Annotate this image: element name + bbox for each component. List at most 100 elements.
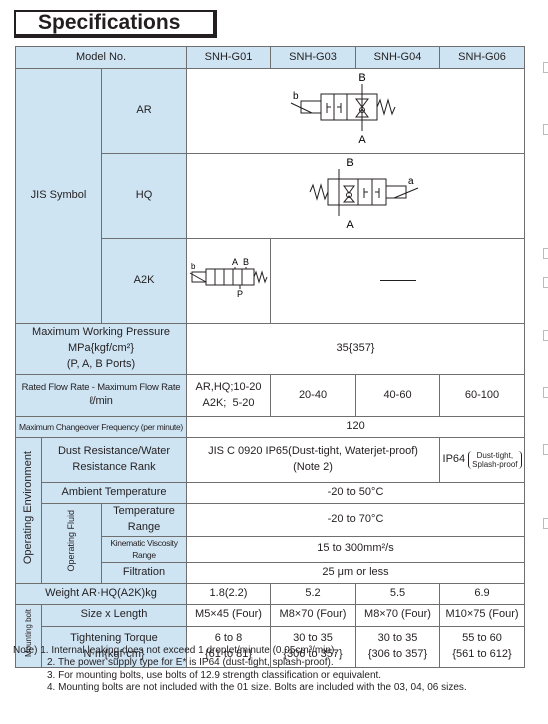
weight-row: Weight AR·HQ(A2K)kg 1.8(2.2) 5.2 5.5 6.9 [14, 582, 526, 605]
max-pressure-row: Maximum Working Pressure MPa{kgf/cm²} (P… [14, 323, 526, 375]
torque-g06-nm: 55 to 60 [462, 631, 502, 644]
operating-environment-label: Operating Environment [21, 450, 34, 564]
torque-g01-nm: 6 to 8 [214, 631, 243, 644]
flow-rate-g01: AR,HQ;10-20 A2K; 5-20 [186, 374, 272, 417]
note-2: 2. The power supply type for E* is IP64 … [47, 657, 334, 669]
model-header-g03: SNH-G03 [270, 46, 357, 69]
torque-label: Tightening Torque N·m{kgf·cm} [40, 625, 188, 668]
not-available-dash [379, 279, 416, 281]
port-a-label: A [232, 257, 238, 267]
jis-ar-label: AR [100, 68, 188, 154]
dust-resistance-row: Operating Environment Dust Resistance/Wa… [15, 437, 526, 584]
dust-resistance-label: Dust Resistance/Water Resistance Rank [40, 437, 188, 483]
changeover-value: 120 [186, 416, 526, 438]
max-pressure-label-line3: (P, A, B Ports) [66, 357, 136, 370]
torque-g01-kgf: {61 to 81} [204, 647, 253, 660]
jis-hq-label: HQ [100, 153, 188, 239]
ambient-temp-value: -20 to 50°C [186, 482, 526, 504]
model-header-g06: SNH-G06 [439, 46, 526, 69]
port-p-label: P [237, 289, 243, 299]
bolt-size-g03: M8×70 (Four) [270, 603, 357, 627]
torque-g03-nm: 30 to 35 [293, 631, 333, 644]
valve-symbol-a2k-icon: A B P b [189, 257, 267, 299]
port-b-label: B [358, 72, 365, 84]
jis-a2k-na-cell [270, 238, 526, 324]
viscosity-value: 15 to 300mm²/s [186, 535, 526, 563]
model-no-header: Model No. [14, 46, 188, 69]
flow-rate-g04: 40-60 [355, 374, 441, 417]
dust-label-line2: Resistance Rank [72, 461, 156, 473]
port-b-label: B [243, 257, 249, 267]
flow-rate-row: Rated Flow Rate - Maximum Flow Rate ℓ/mi… [14, 374, 526, 417]
torque-g04-kgf: {306 to 357} [367, 647, 428, 660]
ip64-note-line2: Splash-proof [472, 460, 518, 469]
operating-fluid-label: Operating Fluid [65, 509, 76, 572]
solenoid-b-label: b [191, 262, 196, 271]
port-a-label: A [346, 219, 354, 231]
notes: Note) 1. Internal leaking does not excee… [13, 645, 543, 694]
jis-symbol-row-a2k: A2K A B P b [16, 238, 526, 324]
bolt-size-row: Mounting bolt Size x Length M5×45 (Four)… [15, 603, 526, 668]
max-pressure-label: Maximum Working Pressure MPa{kgf/cm²} (P… [14, 323, 188, 375]
page-edge-mark [543, 444, 548, 455]
flow-rate-label-line2: ℓ/min [89, 395, 113, 408]
page-edge-mark [543, 387, 548, 398]
jis-symbol-label: JIS Symbol [15, 68, 102, 324]
jis-a2k-symbol-cell: A B P b [186, 238, 272, 324]
ip64-text: IP64 [442, 453, 466, 466]
specifications-table: Model No. SNH-G01 SNH-G03 SNH-G04 SNH-G0… [14, 46, 526, 668]
dust-resistance-value: JIS C 0920 IP65(Dust-tight, Waterjet-pro… [186, 437, 441, 483]
model-header-g01: SNH-G01 [186, 46, 272, 69]
jis-symbol-row-ar: JIS Symbol AR B A b [15, 68, 526, 324]
fluid-temp-label: Temperature Range [100, 503, 188, 537]
flow-rate-label-line1: Rated Flow Rate - Maximum Flow Rate [21, 381, 181, 393]
bolt-size-label: Size x Length [40, 603, 188, 627]
bolt-size-g01: M5×45 (Four) [186, 603, 272, 627]
torque-g04: 30 to 35 {306 to 357} [355, 625, 441, 668]
torque-g01: 6 to 8 {61 to 81} [186, 625, 272, 668]
changeover-label: Maximum Changeover Frequency (per minute… [14, 416, 188, 438]
jis-hq-symbol-cell: B A a [186, 153, 526, 239]
jis-a2k-label: A2K [100, 238, 188, 324]
weight-label: Weight AR·HQ(A2K)kg [14, 582, 188, 605]
jis-ar-symbol-cell: B A b [186, 68, 526, 154]
note-4: 4. Mounting bolts are not included with … [47, 681, 467, 693]
flow-g01-line2: A2K; 5-20 [202, 396, 255, 409]
dust-value-line1: JIS C 0920 IP65(Dust-tight, Waterjet-pro… [208, 445, 418, 458]
valve-symbol-hq-icon: B A a [309, 157, 418, 231]
viscosity-label: Kinematic Viscosity Range [100, 535, 188, 563]
dust-value-line2: (Note 2) [293, 461, 333, 473]
bolt-size-g06: M10×75 (Four) [439, 603, 526, 627]
solenoid-b-label: b [293, 91, 299, 102]
port-a-label: A [358, 134, 366, 146]
torque-row: Tightening Torque N·m{kgf·cm} 6 to 8 {61… [16, 625, 526, 668]
dust-resistance-g06: IP64 Dust-tight, Splash-proof [439, 437, 526, 483]
solenoid-a-label: a [408, 176, 414, 187]
flow-rate-g03: 20-40 [270, 374, 357, 417]
weight-g06: 6.9 [439, 582, 526, 605]
fluid-temp-value: -20 to 70°C [186, 503, 526, 537]
operating-environment-group: Operating Environment [15, 437, 42, 584]
note-3: 3. For mounting bolts, use bolts of 12.9… [47, 669, 382, 681]
torque-label-line1: Tightening Torque [70, 631, 158, 644]
filtration-value: 25 μm or less [186, 561, 526, 584]
fluid-temp-row: Operating Fluid Temperature Range -20 to… [16, 503, 526, 584]
viscosity-row: Kinematic Viscosity Range 15 to 300mm²/s [16, 535, 526, 563]
torque-g03-kgf: {306 to 357} [283, 647, 343, 660]
valve-symbol-ar-icon: B A b [290, 72, 395, 146]
dust-label-line1: Dust Resistance/Water [57, 445, 171, 458]
bolt-size-g04: M8×70 (Four) [355, 603, 441, 627]
torque-g04-nm: 30 to 35 [377, 631, 418, 644]
torque-g06: 55 to 60 {561 to 612} [439, 625, 526, 668]
weight-g04: 5.5 [355, 582, 441, 605]
operating-fluid-group: Operating Fluid [41, 503, 102, 584]
torque-g03: 30 to 35 {306 to 357} [270, 625, 357, 668]
filtration-label: Filtration [100, 561, 188, 584]
page-edge-mark [543, 248, 548, 259]
max-pressure-label-line1: Maximum Working Pressure [32, 326, 170, 339]
page-edge-mark [543, 330, 548, 341]
weight-g03: 5.2 [270, 582, 357, 605]
page-edge-mark [543, 62, 548, 73]
page-edge-mark [543, 277, 548, 288]
weight-g01: 1.8(2.2) [186, 582, 272, 605]
